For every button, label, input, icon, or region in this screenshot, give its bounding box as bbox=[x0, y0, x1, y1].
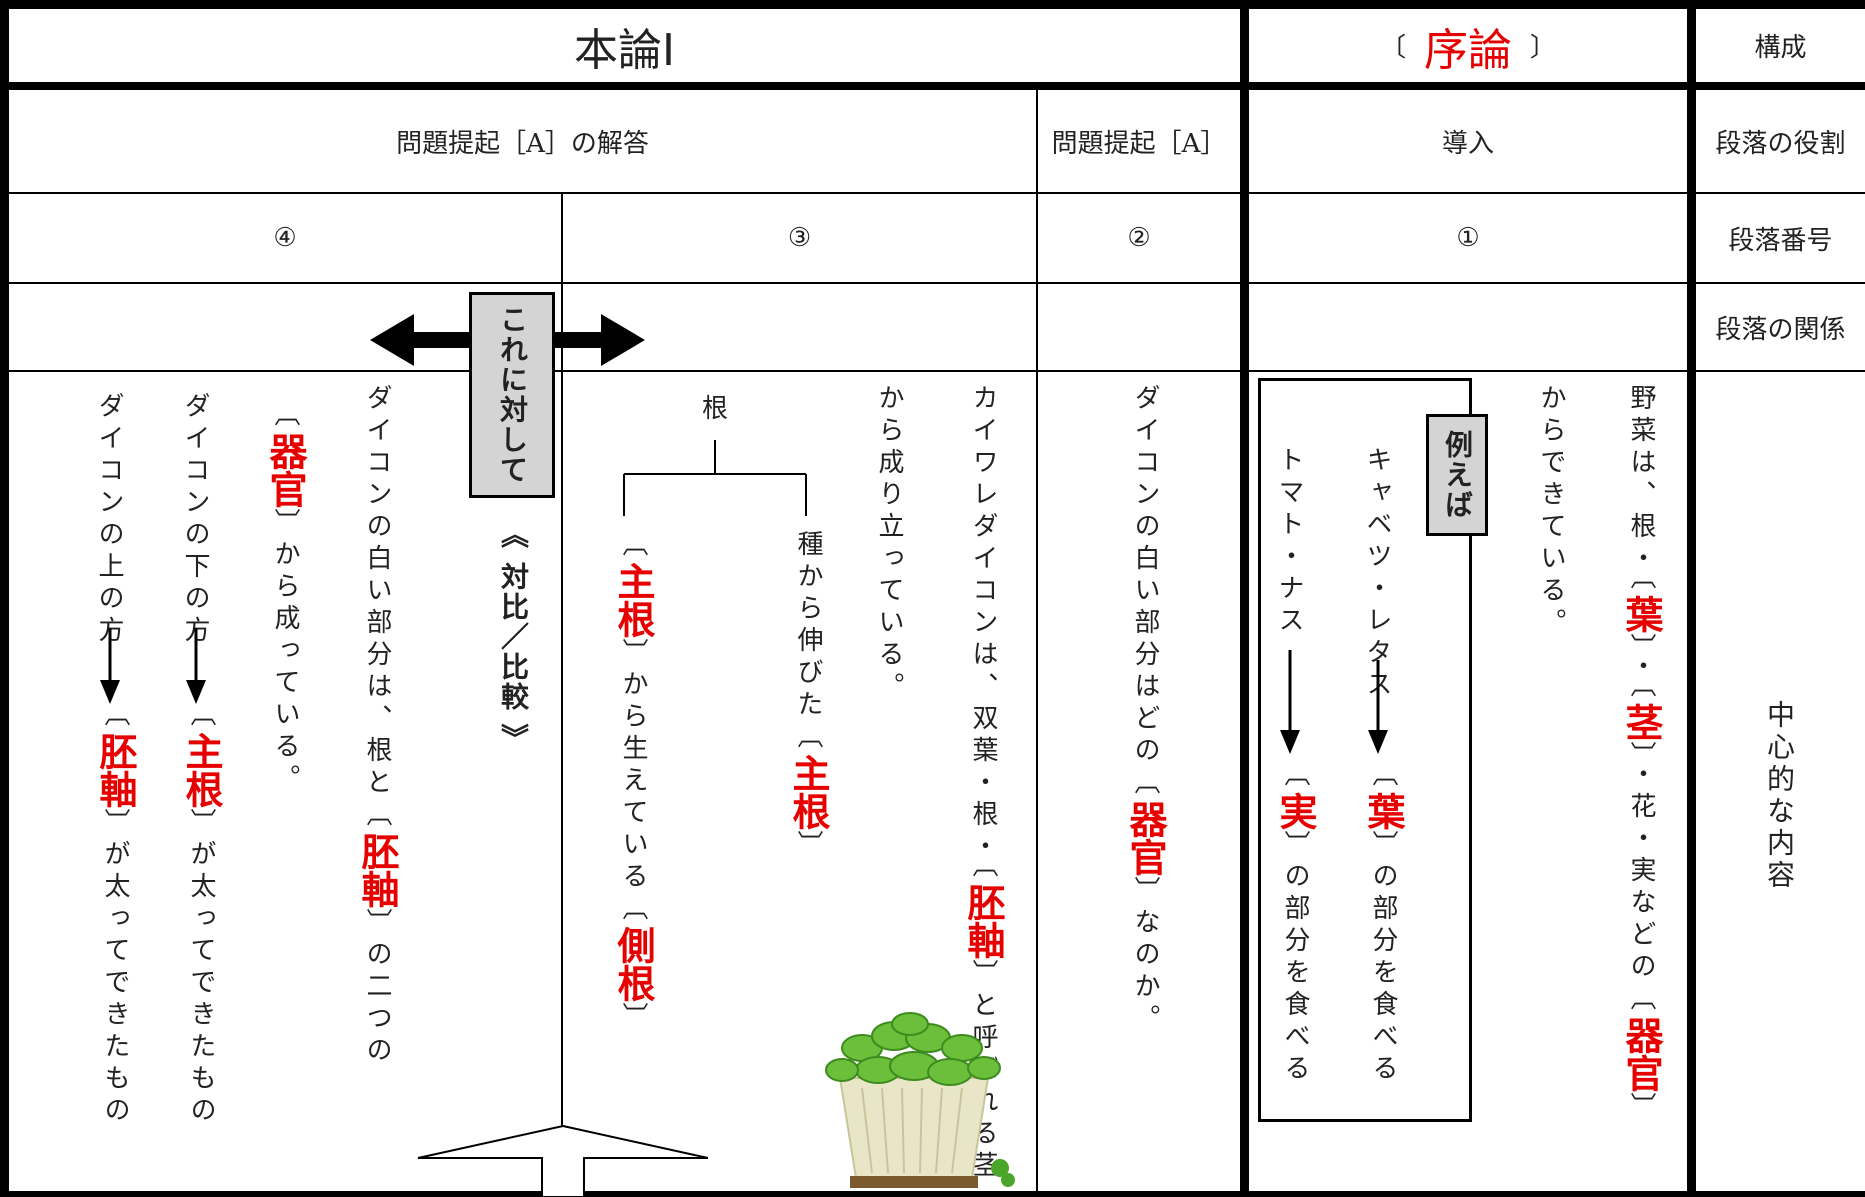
number-p2: ② bbox=[1127, 223, 1151, 253]
tomato-answer-line: 〔実〕の部分を食べる bbox=[1273, 760, 1317, 1086]
answer-sokkon: 側根 bbox=[611, 926, 655, 1002]
row-divider-2 bbox=[9, 282, 1865, 284]
p3-line1: カイワレダイコンは、双葉・根・〔胚軸〕と呼ばれる茎 bbox=[961, 384, 1005, 1183]
p3-side-line: 〔主根〕から生えている〔側根〕 bbox=[611, 530, 655, 1034]
joron-open-bracket: 〔 bbox=[1379, 33, 1406, 63]
answer-kikan-3: 器官 bbox=[263, 432, 307, 508]
p1-second-line: からできている。 bbox=[1536, 384, 1566, 640]
upper-arrow-icon bbox=[100, 628, 120, 704]
answer-haijiku: 胚軸 bbox=[961, 883, 1005, 959]
role-p2: 問題提起［A］ bbox=[1051, 128, 1227, 159]
example-badge: 例えば bbox=[1426, 414, 1488, 536]
up-arrow-icon bbox=[417, 1124, 709, 1197]
example-box bbox=[1258, 378, 1472, 1122]
tomato-text: トマト・ナス bbox=[1274, 446, 1304, 638]
kaiware-sprout-illustration bbox=[825, 1012, 1015, 1188]
outer-border-top bbox=[0, 0, 1865, 9]
p3-p4-divider-mid bbox=[561, 282, 563, 372]
joron-close-bracket: 〕 bbox=[1530, 33, 1557, 63]
outer-border-left bbox=[0, 0, 9, 1197]
joron-left-divider bbox=[1240, 0, 1249, 1197]
p3-p4-divider-top bbox=[561, 192, 563, 282]
answer-mi: 実 bbox=[1273, 792, 1317, 830]
row-divider-1 bbox=[9, 192, 1865, 194]
cabbage-answer-line: 〔葉〕の部分を食べる bbox=[1361, 760, 1405, 1086]
answer-ha-2: 葉 bbox=[1361, 792, 1405, 830]
answer-haijiku-3: 胚軸 bbox=[93, 732, 137, 808]
role-p34: 問題提起［A］の解答 bbox=[396, 128, 649, 159]
p4-line1: ダイコンの白い部分は、根と〔胚軸〕の二つの bbox=[355, 384, 399, 1068]
row-divider-3 bbox=[9, 370, 1865, 372]
answer-ha: 葉 bbox=[1619, 595, 1663, 633]
p3-line2: から成り立っている。 bbox=[874, 384, 904, 704]
number-p3: ③ bbox=[787, 223, 812, 253]
relation-row-label: 段落の関係 bbox=[1715, 314, 1846, 345]
root-label: 根 bbox=[702, 394, 729, 424]
lower-part-text: ダイコンの下の方 bbox=[180, 392, 210, 648]
role-row-label: 段落の役割 bbox=[1715, 128, 1846, 159]
outer-border-bottom bbox=[0, 1191, 1865, 1197]
tomato-arrow-icon bbox=[1280, 650, 1300, 754]
joron-header: 〔 序論 〕 bbox=[1249, 9, 1687, 82]
joron-right-divider bbox=[1687, 0, 1696, 1197]
number-p1: ① bbox=[1456, 223, 1480, 253]
p3-p4-divider-low bbox=[561, 372, 563, 1127]
content-row-label: 中心的な内容 bbox=[1763, 700, 1796, 892]
answer-shukon-2: 主根 bbox=[611, 562, 655, 638]
p4-line2: 〔器官〕から成っている。 bbox=[263, 400, 307, 796]
root-tree-lines bbox=[623, 440, 807, 516]
upper-part-text: ダイコンの上の方 bbox=[94, 392, 124, 648]
cabbage-arrow-icon bbox=[1368, 660, 1388, 754]
answer-shukon: 主根 bbox=[786, 754, 830, 830]
answer-kuki: 茎 bbox=[1619, 703, 1663, 741]
answer-kikan-2: 器官 bbox=[1123, 800, 1167, 876]
answer-shukon-3: 主根 bbox=[179, 732, 223, 808]
compare-label: 《 対比／比較 》 bbox=[497, 520, 530, 754]
number-row-label: 段落番号 bbox=[1728, 225, 1833, 256]
p1-main-line: 野菜は、根・〔葉〕・〔茎〕・花・実などの〔器官〕 bbox=[1619, 384, 1663, 1124]
joron-title: 序論 bbox=[1424, 24, 1512, 76]
header-divider bbox=[0, 82, 1865, 90]
number-p4: ④ bbox=[273, 223, 297, 253]
kousei-label: 構成 bbox=[1754, 33, 1807, 63]
honron-title: 本論Ⅰ bbox=[574, 24, 675, 76]
p3-seed-line: 種から伸びた〔主根〕 bbox=[786, 530, 830, 862]
answer-kikan: 器官 bbox=[1619, 1016, 1663, 1092]
contrast-badge: これに対して bbox=[469, 292, 555, 498]
p2-left-divider bbox=[1036, 90, 1038, 1191]
p2-text: ダイコンの白い部分はどの〔器官〕なのか。 bbox=[1123, 384, 1167, 1036]
lower-answer-line: 〔主根〕が太ってできたもの bbox=[179, 700, 223, 1128]
upper-answer-line: 〔胚軸〕が太ってできたもの bbox=[93, 700, 137, 1128]
cabbage-text: キャベツ・レタス bbox=[1362, 446, 1392, 702]
answer-haijiku-2: 胚軸 bbox=[355, 832, 399, 908]
lower-arrow-icon bbox=[186, 628, 206, 704]
role-p1: 導入 bbox=[1441, 128, 1494, 159]
